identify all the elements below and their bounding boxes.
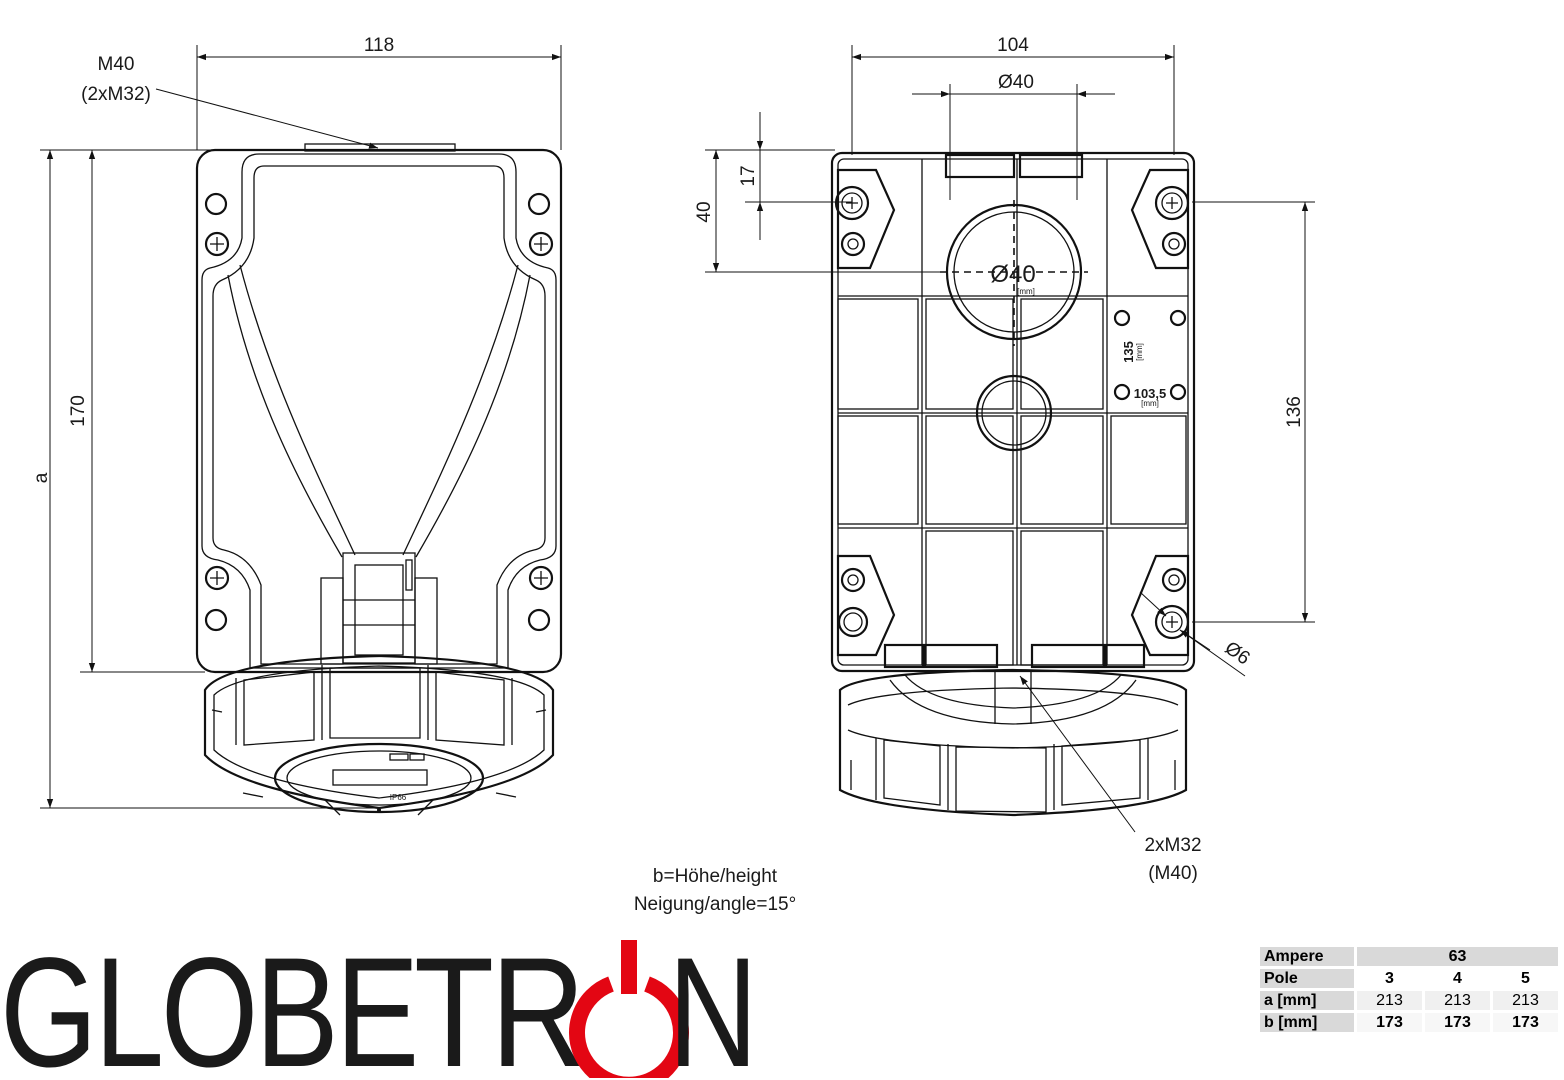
- right-view: 104 Ø40 17 40 136: [694, 35, 1315, 884]
- note-angle: Neigung/angle=15°: [634, 894, 796, 915]
- svg-text:[mm]: [mm]: [1017, 287, 1035, 296]
- dim-170: 170: [68, 395, 89, 427]
- label-2xm32-bottom: 2xM32: [1144, 835, 1201, 856]
- globetron-logo: GLOBE TR N: [0, 928, 758, 1078]
- b-value-5: 173: [1493, 1013, 1558, 1032]
- dim-104: 104: [997, 35, 1029, 56]
- holes-135: 135: [1121, 341, 1136, 363]
- svg-text:[mm]: [mm]: [1135, 343, 1144, 361]
- power-icon: [569, 940, 689, 1078]
- left-ip-label: IP66: [390, 793, 407, 802]
- b-value-3: 173: [1357, 1013, 1422, 1032]
- left-screw-holes: [204, 192, 554, 632]
- pole-label: Pole: [1260, 969, 1354, 988]
- note-height: b=Höhe/height: [653, 866, 778, 887]
- right-socket-ring: [838, 668, 1188, 817]
- dim-a: a: [31, 472, 52, 483]
- a-value-3: 213: [1357, 991, 1422, 1010]
- dim-dia-6: Ø6: [1221, 638, 1254, 670]
- ampere-value: 63: [1357, 947, 1558, 966]
- holes-103-5: 103,5: [1134, 386, 1167, 401]
- logo-text-n: N: [668, 928, 758, 1078]
- a-label: a [mm]: [1260, 991, 1354, 1010]
- left-socket-ring: IP66: [203, 654, 555, 816]
- a-value-5: 213: [1493, 991, 1558, 1010]
- right-screw-holes: [834, 185, 1190, 640]
- dim-17: 17: [738, 165, 759, 186]
- knockout-small: [975, 374, 1053, 452]
- b-label: b [mm]: [1260, 1013, 1354, 1032]
- label-2xm32-top: (2xM32): [81, 84, 151, 105]
- ampere-label: Ampere: [1260, 947, 1354, 966]
- dim-136: 136: [1284, 396, 1305, 428]
- left-housing: [195, 148, 563, 674]
- dim-dia-40-top: Ø40: [998, 72, 1034, 93]
- b-value-4: 173: [1425, 1013, 1490, 1032]
- svg-text:[mm]: [mm]: [1141, 399, 1159, 408]
- pole-5: 5: [1493, 969, 1558, 988]
- label-m40-top: M40: [98, 54, 135, 75]
- dim-118: 118: [364, 35, 394, 56]
- technical-drawing: 118 a 170 M40 (2xM32): [31, 35, 1315, 915]
- label-m40-bottom: (M40): [1148, 863, 1198, 884]
- pole-3: 3: [1357, 969, 1422, 988]
- pole-4: 4: [1425, 969, 1490, 988]
- logo-text-globe: GLOBE: [0, 928, 416, 1078]
- left-view: 118 a 170 M40 (2xM32): [31, 35, 563, 816]
- logo-text-tr: TR: [414, 928, 582, 1078]
- spec-table: Ampere 63 Pole 3 4 5 a [mm] 213 213 213 …: [1257, 944, 1561, 1035]
- dim-dia-40-center: Ø40: [990, 261, 1035, 288]
- dim-40: 40: [694, 201, 715, 222]
- a-value-4: 213: [1425, 991, 1490, 1010]
